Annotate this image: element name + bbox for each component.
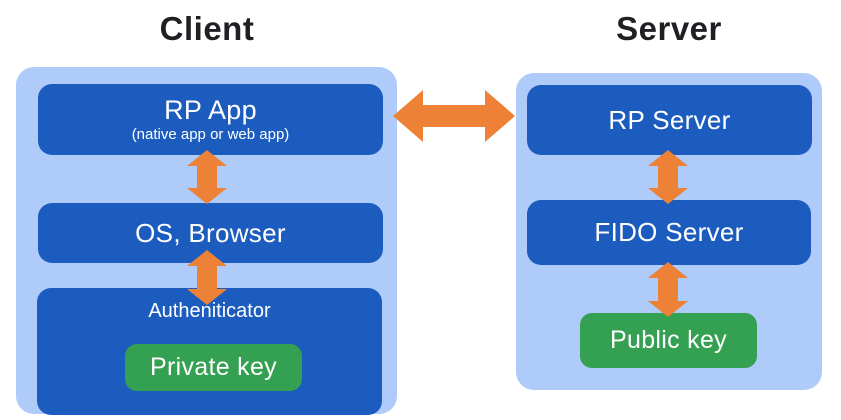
arrow-fidoserver-publickey-icon <box>648 262 688 317</box>
rp-server-label: RP Server <box>608 104 731 135</box>
arrow-client-server-icon <box>393 90 515 142</box>
os-browser-label: OS, Browser <box>135 217 286 248</box>
server-container: RP Server FIDO Server Public key <box>516 73 822 390</box>
arrow-osbrowser-authenticator-icon <box>187 250 227 305</box>
fido-server-box: FIDO Server <box>527 200 811 265</box>
rp-app-box: RP App (native app or web app) <box>38 84 383 155</box>
authenticator-box: Autheniticator Private key <box>37 288 382 415</box>
client-container: RP App (native app or web app) OS, Brows… <box>16 67 397 415</box>
authenticator-label: Autheniticator <box>148 300 271 322</box>
rp-server-box: RP Server <box>527 85 812 155</box>
public-key-label: Public key <box>610 326 727 354</box>
client-title: Client <box>159 10 255 47</box>
server-title: Server <box>616 10 722 47</box>
rp-app-sublabel: (native app or web app) <box>131 126 290 143</box>
rp-app-label: RP App <box>164 95 257 125</box>
private-key-box: Private key <box>125 344 302 391</box>
arrow-rpserver-fidoserver-icon <box>648 150 688 204</box>
public-key-box: Public key <box>580 313 757 368</box>
private-key-label: Private key <box>150 353 277 381</box>
fido-server-label: FIDO Server <box>594 217 744 247</box>
arrow-rpapp-osbrowser-icon <box>187 150 227 204</box>
